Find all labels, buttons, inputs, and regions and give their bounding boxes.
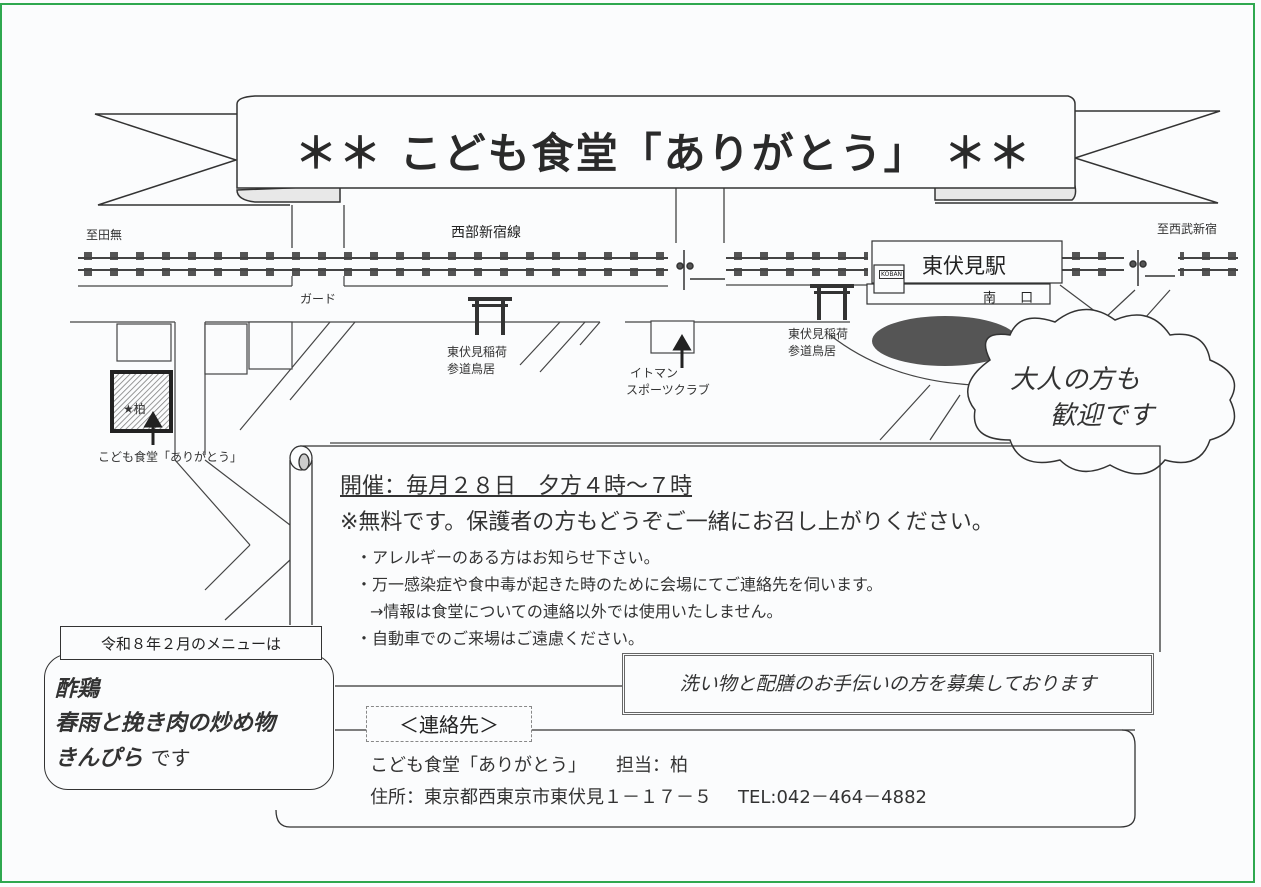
plaza-shaded-area — [872, 316, 1018, 366]
contact-tel: TEL:042－464－4882 — [738, 787, 927, 808]
contact-details: こども食堂「ありがとう」 担当：柏 住所：東京都西東京市東伏見１－１７－５ TEL:… — [370, 750, 927, 814]
station-name: 東伏見駅 — [922, 254, 1006, 278]
station-exit-label: 南 口 — [983, 291, 1044, 306]
venue-marker: ★柏 — [123, 402, 146, 416]
menu-heading: 令和８年２月のメニューは — [60, 626, 322, 660]
sports-club-label: イトマンスポーツクラブ — [626, 366, 710, 397]
menu-item: 春雨と挽き肉の炒め物 — [55, 711, 276, 736]
banner-ribbon — [94, 95, 1221, 206]
underpass-label: ガード — [300, 292, 337, 306]
direction-left-label: 至田無 — [86, 228, 123, 242]
contact-address: 住所：東京都西東京市東伏見１－１７－５ — [370, 787, 712, 808]
bullet-privacy: →情報は食堂についての連絡以外では使用いたしません。 — [370, 602, 783, 621]
contact-person: 担当：柏 — [616, 755, 688, 776]
railway-line-label: 西部新宿線 — [451, 225, 521, 241]
page-title: ＊＊ こども食堂「ありがとう」 ＊＊ — [295, 129, 1033, 178]
station-building — [866, 240, 1063, 305]
venue-label: こども食堂「ありがとう」 — [98, 450, 243, 464]
menu-item: 酢鶏 — [55, 677, 100, 702]
menu-suffix: です — [150, 746, 191, 770]
bullet-contact-info: ・万一感染症や食中毒が起きた時のために会場にてご連絡先を伺います。 — [356, 575, 883, 594]
building-blocks — [116, 320, 695, 375]
shrine-gate-left-label: 東伏見稲荷参道鳥居 — [447, 345, 508, 376]
menu-box: 酢鶏 春雨と挽き肉の炒め物 きんぴら です — [44, 654, 334, 790]
koban-label: KOBAN — [879, 270, 905, 279]
speech-cloud — [967, 308, 1236, 475]
contact-name: こども食堂「ありがとう」 — [370, 755, 586, 776]
schedule-text: 開催：毎月２８日 夕方４時～７時 — [340, 474, 693, 499]
direction-right-label: 至西武新宿 — [1157, 222, 1218, 236]
torii-gate-icon — [468, 284, 854, 335]
menu-item: きんぴら — [55, 746, 144, 771]
venue-building — [110, 370, 173, 433]
shrine-gate-right-label: 東伏見稲荷参道鳥居 — [788, 327, 849, 358]
welcome-message: 大人の方も 歓迎です — [1010, 365, 1155, 431]
contact-heading: ＜連絡先＞ — [366, 706, 532, 742]
volunteer-notice: 洗い物と配膳のお手伝いの方を募集しております — [622, 653, 1154, 715]
railroad-crossing-icon — [676, 250, 1175, 290]
railway-track — [78, 252, 1238, 276]
page-border — [0, 3, 1255, 883]
bullet-no-cars: ・自動車でのご来場はご遠慮ください。 — [356, 629, 645, 648]
info-scroll — [275, 445, 1161, 828]
info-section: 開催：毎月２８日 夕方４時～７時 ※無料です。保護者の方もどうぞご一緒にお召し上… — [340, 468, 994, 652]
free-notice: ※無料です。保護者の方もどうぞご一緒にお召し上がりください。 — [340, 510, 994, 535]
bullet-allergy: ・アレルギーのある方はお知らせ下さい。 — [356, 548, 660, 567]
